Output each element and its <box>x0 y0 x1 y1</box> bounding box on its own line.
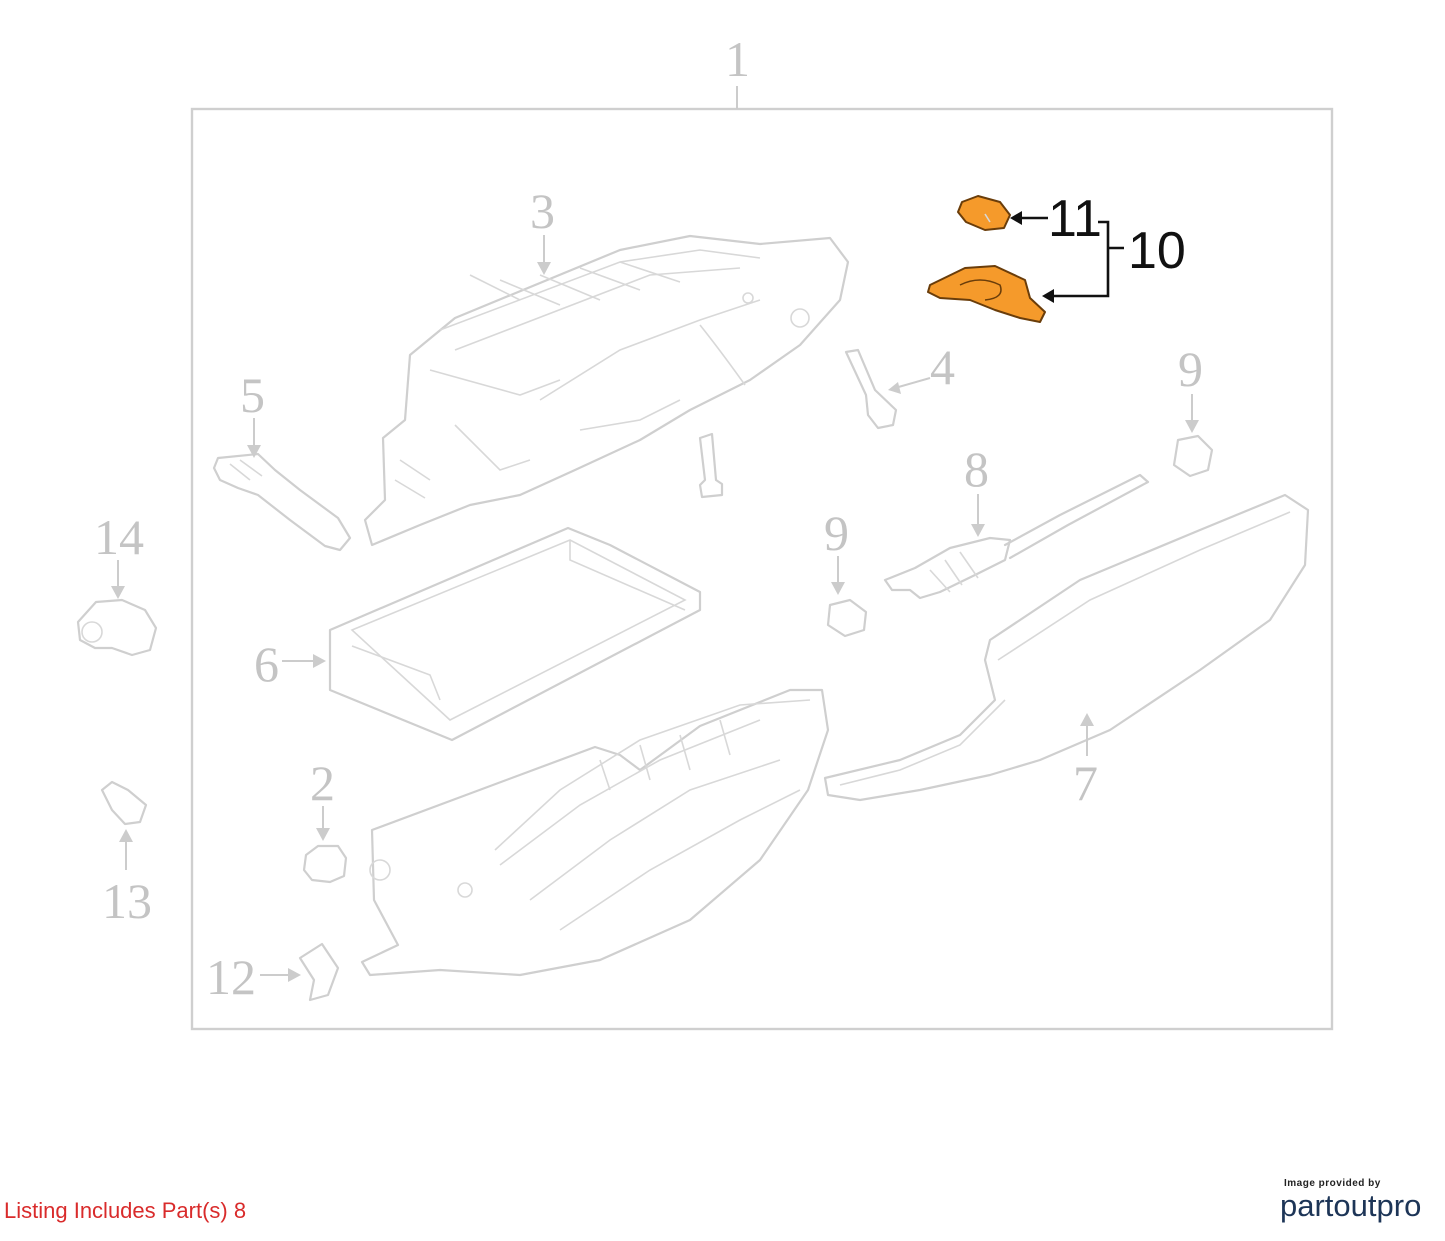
arrow-3 <box>537 262 551 275</box>
arrow-13 <box>119 829 133 842</box>
callout-3: 3 <box>530 183 555 239</box>
part-7-door-panel <box>823 493 1310 802</box>
part-14-push-pin <box>76 598 158 657</box>
part-3-housing <box>363 234 850 547</box>
arrow-14 <box>111 586 125 599</box>
callout-9-right: 9 <box>1178 341 1203 397</box>
part-13-fastener <box>100 780 148 826</box>
credit-small-text: Image provided by <box>1284 1178 1381 1189</box>
callout-6: 6 <box>254 636 279 692</box>
arrow-4 <box>888 382 901 394</box>
part-9-nut-right <box>1172 434 1214 478</box>
arrow-6 <box>313 654 326 668</box>
arrow-2 <box>316 828 330 841</box>
part-4-stem <box>844 348 898 430</box>
part-12-clip <box>298 942 340 1002</box>
callout-2: 2 <box>310 755 335 811</box>
arrow-8 <box>971 524 985 537</box>
callout-7: 7 <box>1073 755 1098 811</box>
part-8-latch-rod <box>883 473 1150 600</box>
callout-9-center: 9 <box>824 505 849 561</box>
arrow-5 <box>247 445 261 458</box>
image-credit: Image provided by partoutpro <box>1280 1178 1430 1223</box>
callout-12: 12 <box>206 949 256 1005</box>
callout-10: 10 <box>1128 222 1186 280</box>
arrow-7 <box>1080 713 1094 726</box>
part-2-bumper <box>302 844 348 884</box>
callout-11: 11 <box>1048 190 1102 248</box>
part-10-detail <box>959 279 1002 301</box>
callout-4: 4 <box>930 339 955 395</box>
partoutpro-logo: partoutpro <box>1280 1188 1422 1223</box>
part-14-detail <box>81 621 103 643</box>
part-5-detail <box>229 459 263 481</box>
arrow-9a <box>1185 420 1199 433</box>
assembly-frame <box>190 107 1334 1031</box>
part-9-nut-center <box>826 598 868 638</box>
bracket-10 <box>1052 220 1124 298</box>
part-10-bracket-highlighted <box>927 265 1046 323</box>
callout-13: 13 <box>102 873 152 929</box>
arrow-11 <box>1010 211 1022 225</box>
part-11-cap-highlighted <box>957 195 1011 231</box>
leader-4 <box>894 377 931 389</box>
part-11-detail <box>984 213 991 223</box>
listing-note: Listing Includes Part(s) 8 <box>4 1198 247 1223</box>
part-6-tray <box>328 526 702 742</box>
glove-box-door <box>360 688 830 977</box>
arrow-10 <box>1042 289 1054 303</box>
arrow-12 <box>288 968 301 982</box>
callout-1: 1 <box>725 31 750 87</box>
callout-8: 8 <box>964 441 989 497</box>
callout-14: 14 <box>94 509 144 565</box>
callout-5: 5 <box>240 367 265 423</box>
arrow-9b <box>831 582 845 595</box>
screw <box>698 432 724 499</box>
